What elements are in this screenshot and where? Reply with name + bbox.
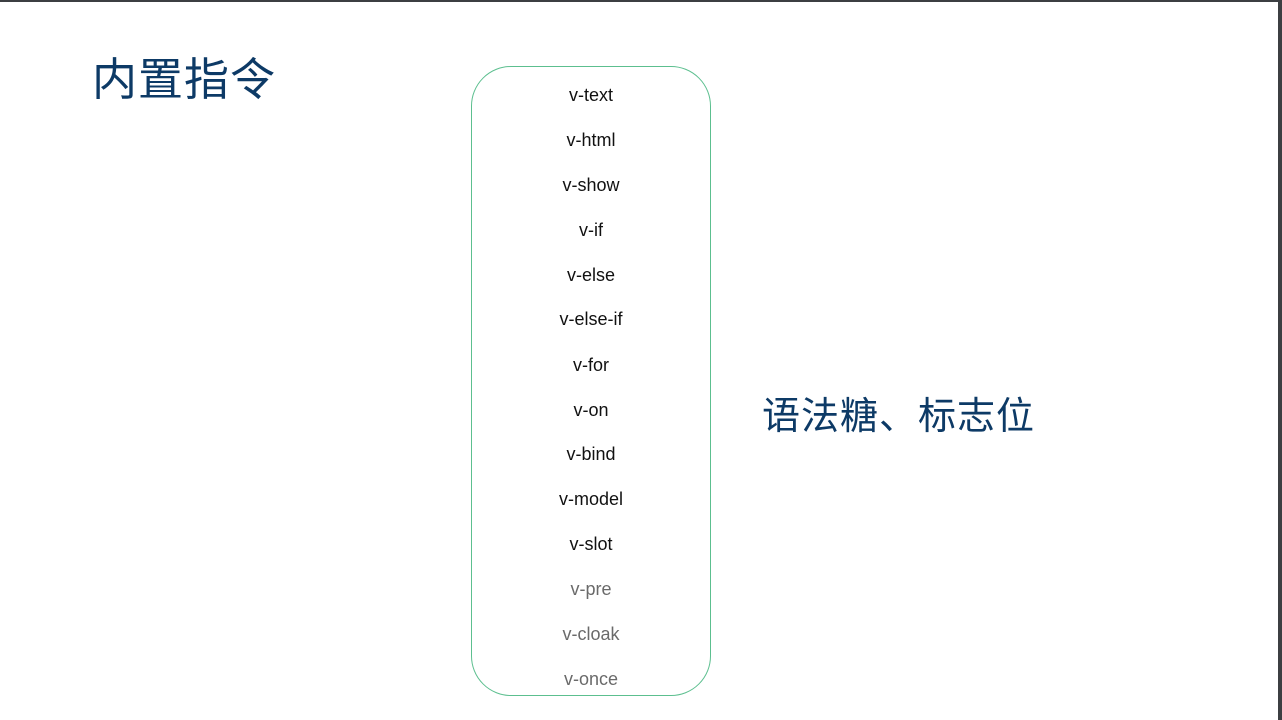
directive-item-v-html: v-html [566,130,616,150]
directive-item-v-pre: v-pre [570,579,612,599]
directive-item-v-model: v-model [558,489,624,509]
directive-item-v-for: v-for [573,355,609,375]
window-frame-top [0,0,1282,2]
slide-title: 内置指令 [92,53,277,106]
directive-item-v-bind: v-bind [566,444,616,464]
directive-item-v-show: v-show [562,175,620,195]
side-note-text: 语法糖、标志位 [762,394,1036,438]
directive-list-box: v-text v-html v-show v-if v-else v-else-… [471,66,711,696]
directive-item-v-else-if: v-else-if [559,309,623,329]
directive-item-v-once: v-once [563,669,619,689]
directive-item-v-slot: v-slot [569,534,613,554]
directive-item-v-if: v-if [579,220,603,240]
directive-item-v-cloak: v-cloak [562,624,620,644]
directive-item-v-else: v-else [566,265,615,285]
directive-item-v-text: v-text [568,85,613,105]
directive-item-v-on: v-on [573,400,609,420]
window-frame-right [1278,0,1282,720]
